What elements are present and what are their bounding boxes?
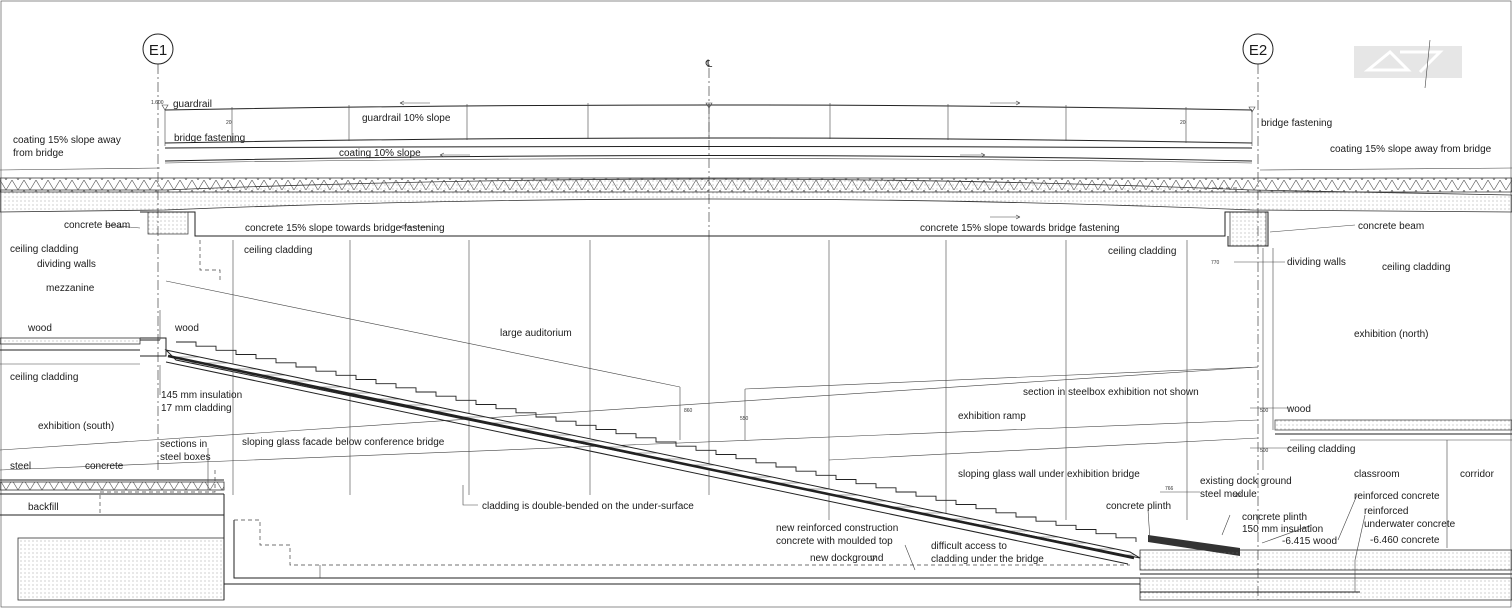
dim-1600: 1.600 [151, 100, 164, 106]
label-concrete: concrete [85, 461, 124, 472]
label-large-auditorium: large auditorium [500, 328, 572, 339]
auditorium-stair [164, 341, 1240, 565]
label-dividing-walls-right: dividing walls [1287, 257, 1346, 268]
label-ceiling-cladding-3: ceiling cladding [1108, 246, 1176, 257]
label-concrete-slope-right: concrete 15% slope towards bridge fasten… [920, 223, 1120, 234]
dim-770: 770 [1211, 260, 1220, 266]
label-ceiling-cladding-6: ceiling cladding [1287, 444, 1355, 455]
logo [1354, 39, 1462, 89]
label-bridge-fastening-right: bridge fastening [1261, 118, 1332, 129]
label-wood-1: wood [27, 323, 52, 334]
label-ceiling-cladding-2: ceiling cladding [244, 245, 312, 256]
label-backfill: backfill [28, 502, 59, 513]
dim-500b: 500 [1260, 448, 1269, 454]
label-cladding-double: cladding is double-bended on the under-s… [482, 501, 694, 512]
label-exhibition-south: exhibition (south) [38, 421, 114, 432]
dim-20-right: 20 [1180, 120, 1186, 126]
grid-e1-label: E1 [149, 42, 167, 59]
label-ceiling-cladding-5: ceiling cladding [10, 372, 78, 383]
dim-20: 20 [226, 120, 232, 126]
label-corridor: corridor [1460, 469, 1495, 480]
dim-322: 322 [1233, 493, 1242, 499]
right-structure [1139, 419, 1512, 601]
concrete-structure [140, 187, 1269, 247]
label-mezzanine: mezzanine [46, 283, 95, 294]
label-underwater: underwater concrete [1364, 519, 1456, 530]
label-classroom: classroom [1354, 469, 1400, 480]
label-ceiling-cladding-1: ceiling cladding [10, 244, 78, 255]
grid-marker-e2 [1242, 33, 1274, 65]
label-insulation: 145 mm insulation [161, 390, 242, 401]
centerline-symbol: ℄ [705, 59, 713, 70]
label-wood-415: -6.415 wood [1282, 536, 1337, 547]
grid-marker-e1 [142, 33, 174, 65]
grid-lines: E1 E2 ℄ [142, 33, 1274, 600]
label-difficult-1: difficult access to [931, 541, 1007, 552]
dim-550: 550 [740, 416, 749, 422]
label-new-dockground: new dockground [810, 553, 883, 564]
dock-ground [223, 494, 1140, 600]
label-coating-left-2: from bridge [13, 148, 64, 159]
label-new-reinforced-2: concrete with moulded top [776, 536, 893, 547]
label-sloping-glass-wall: sloping glass wall under exhibition brid… [958, 469, 1140, 480]
label-new-reinforced-1: new reinforced construction [776, 523, 898, 534]
label-steel: steel [10, 461, 31, 472]
label-exhibition-north: exhibition (north) [1354, 329, 1428, 340]
label-bridge-fastening-left: bridge fastening [174, 133, 245, 144]
guardrail: 20 20 1.600 [151, 100, 1256, 146]
dim-500a: 500 [1260, 408, 1269, 414]
label-concrete-plinth-1: concrete plinth [1106, 501, 1171, 512]
label-concrete-plinth-2: concrete plinth [1242, 512, 1307, 523]
label-reinforced-concrete: reinforced concrete [1354, 491, 1440, 502]
label-dividing-walls-left: dividing walls [37, 259, 96, 270]
label-section-steelbox: section in steelbox exhibition not shown [1023, 387, 1199, 398]
label-exhibition-ramp: exhibition ramp [958, 411, 1026, 422]
leader-lines [104, 224, 1366, 571]
label-concrete-slope-left: concrete 15% slope towards bridge fasten… [245, 223, 445, 234]
label-coating-right: coating 15% slope away from bridge [1330, 144, 1492, 155]
label-concrete-460: -6.460 concrete [1370, 535, 1440, 546]
bridge-deck [0, 146, 1512, 213]
sloping-glass-lines [0, 280, 1259, 471]
label-existing-dock-2: steel module [1200, 489, 1257, 500]
label-sloping-glass-facade: sloping glass facade below conference br… [242, 437, 445, 448]
label-sections-2: steel boxes [160, 452, 211, 463]
label-ceiling-cladding-4: ceiling cladding [1382, 262, 1450, 273]
label-wood-2: wood [174, 323, 199, 334]
label-guardrail-slope: guardrail 10% slope [362, 113, 451, 124]
dim-860: 860 [684, 408, 693, 414]
dim-766: 766 [1165, 486, 1174, 492]
label-coating-left-1: coating 15% slope away [13, 135, 121, 146]
dimensions: 770 500 500 322 766 860 550 [684, 260, 1269, 499]
label-concrete-beam-right: concrete beam [1358, 221, 1424, 232]
label-insulation-150: 150 mm insulation [1242, 524, 1323, 535]
label-sections-1: sections in [160, 439, 207, 450]
label-cladding-17: 17 mm cladding [161, 403, 232, 414]
grid-e2-label: E2 [1249, 42, 1267, 59]
label-coating-slope: coating 10% slope [339, 148, 421, 159]
label-reinforced-1: reinforced [1364, 506, 1408, 517]
label-wood-3: wood [1286, 404, 1311, 415]
label-existing-dock-1: existing dock ground [1200, 476, 1292, 487]
annotation-labels: guardrail guardrail 10% slope bridge fas… [10, 99, 1495, 565]
label-concrete-beam-left: concrete beam [64, 220, 130, 231]
glass-facade-grid [232, 240, 1274, 520]
label-guardrail: guardrail [173, 99, 212, 110]
left-floors [0, 240, 225, 601]
label-difficult-2: cladding under the bridge [931, 554, 1044, 565]
